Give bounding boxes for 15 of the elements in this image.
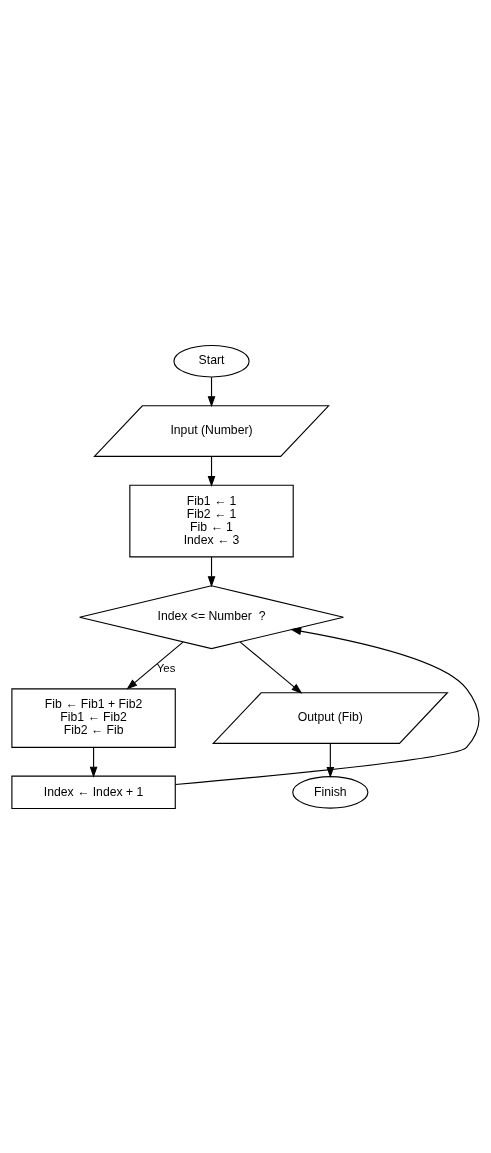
node-ellipse: Start (173, 344, 250, 377)
arrow (207, 455, 216, 487)
node-diamond: Index <= Number ? (79, 584, 344, 649)
arrow (207, 376, 216, 407)
node-box: Fib ← Fib1 + Fib2 Fib1 ← Fib2 Fib2 ← Fib (11, 687, 176, 748)
arrow (174, 626, 480, 785)
node-box: Index ← Index + 1 (11, 775, 176, 809)
arrow (239, 641, 303, 694)
arrow (326, 742, 335, 778)
edge-label: Yes (156, 661, 176, 674)
node-ellipse: Finish (292, 775, 369, 809)
arrow (89, 746, 98, 778)
node-box: Fib1 ← 1 Fib2 ← 1 Fib ← 1 Index ← 3 (129, 484, 294, 557)
arrow (126, 641, 184, 690)
arrow (207, 556, 216, 587)
